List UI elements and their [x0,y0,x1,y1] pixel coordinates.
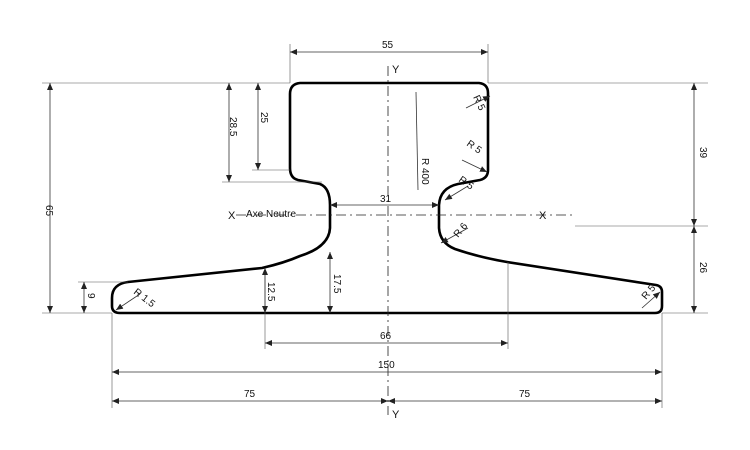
radius-foot-right-leader [641,291,661,309]
dim-head-depth-inner-label: 25 [258,112,269,124]
rail-profile-outline [110,81,664,315]
dim-web-base-height-label: 17.5 [331,274,342,294]
dim-head-to-axis-label: 39 [697,147,708,159]
y-axis-label-top: Y [392,64,400,76]
radius-head-under-1-label: R 5 [464,138,483,156]
dim-head-depth-outer-label: 28.5 [227,117,238,137]
dim-web-width-label: 31 [380,194,392,205]
dim-axis-to-base-label: 26 [697,262,708,274]
radius-head-corner-label: R 5 [470,94,487,113]
radius-foot-left-label: R 1.5 [131,287,157,311]
radius-head-under-2-leader [444,185,469,201]
dim-base-width-label: 150 [378,360,395,371]
x-axis-label-right: X [539,210,547,222]
radius-head-corner-leader [465,95,491,109]
radius-head-arc-label: R 400 [419,158,430,185]
dim-foot-flat-width-label: 66 [380,331,392,342]
dim-half-width-right-label: 75 [519,389,531,400]
dim-half-width-left-label: 75 [244,389,256,400]
y-axis-label-bottom: Y [392,409,400,421]
dim-head-width-label: 55 [382,40,394,51]
dim-foot-thickness-label: 9 [85,293,96,299]
radius-head-under-2-label: R 5 [456,174,475,192]
radius-head-arc-leader [415,91,419,191]
x-axis-label-left: X [228,210,236,222]
dim-total-height-label: 65 [43,205,54,217]
radius-web-fillet-leader [440,227,469,244]
neutral-axis-label: Axe Neutre [246,209,296,220]
radius-head-under-1-leader [461,159,488,173]
radius-foot-left-leader [115,293,141,311]
dim-foot-height-inner-label: 12.5 [265,282,276,302]
radius-web-fillet-label: R 6 [452,221,471,240]
